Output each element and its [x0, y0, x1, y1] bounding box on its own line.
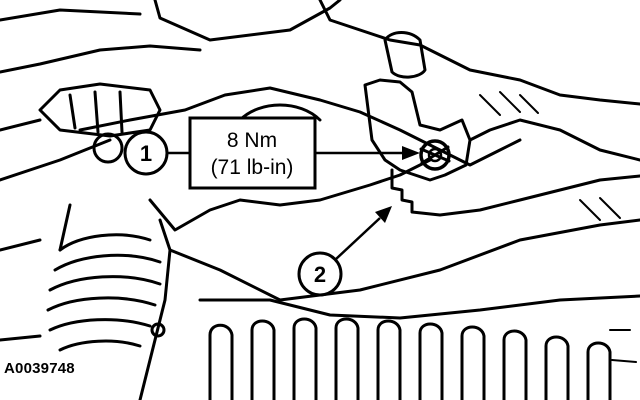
torque-spec-box: 8 Nm (71 lb-in)	[188, 116, 317, 190]
callout-2-marker: 2	[297, 251, 343, 297]
figure-reference-number: A0039748	[4, 360, 75, 377]
callout-1-marker: 1	[123, 130, 169, 176]
callout-1-label: 1	[140, 141, 152, 166]
torque-imperial: (71 lb-in)	[211, 156, 294, 179]
torque-metric: 8 Nm	[227, 129, 277, 152]
tab-leader-arrow	[335, 206, 392, 260]
bolt-leader-arrow	[315, 146, 420, 160]
callout-2-label: 2	[314, 262, 326, 287]
